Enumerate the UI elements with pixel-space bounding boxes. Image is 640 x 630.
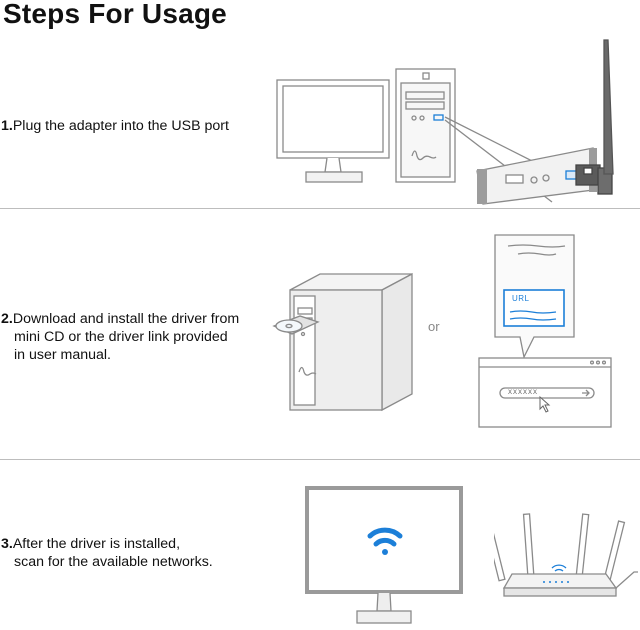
pc-tower-icon [395, 68, 456, 183]
usb-adapter-icon [575, 39, 614, 195]
browser-window-icon: XXXXXX [478, 357, 612, 428]
divider-1 [0, 208, 640, 209]
cd-disc-icon [272, 315, 320, 335]
router-signal-icon [551, 564, 567, 572]
step-3-text: 3.After the driver is installed, scan fo… [1, 535, 213, 571]
wifi-icon [367, 527, 403, 555]
step-2-number: 2. [1, 311, 13, 327]
step-2-computer-cd [272, 272, 413, 412]
divider-2 [0, 459, 640, 460]
step-3-line-1: After the driver is installed, [12, 536, 181, 552]
step-2-line-1: Download and install the driver from [12, 311, 240, 327]
step-3-monitor-wifi [305, 486, 463, 624]
step-3-router [494, 513, 638, 597]
step-1-number: 1. [1, 118, 13, 134]
user-manual-icon: URL [494, 234, 576, 358]
page-title: Steps For Usage [3, 0, 227, 29]
step-3-line-2: scan for the available networks. [14, 554, 213, 570]
manual-url-label: URL [512, 294, 530, 303]
router-antenna-icons [494, 513, 626, 582]
step-1-illustration [276, 39, 614, 205]
browser-address-text: XXXXXX [508, 390, 539, 396]
step-2-text: 2.Download and install the driver from m… [1, 310, 239, 364]
step-1-line-1: Plug the adapter into the USB port [12, 118, 229, 134]
or-label: or [428, 319, 440, 334]
step-1-text: 1.Plug the adapter into the USB port [1, 117, 229, 135]
step-3-number: 3. [1, 536, 13, 552]
step-2-line-3: in user manual. [14, 347, 111, 363]
step-2-line-2: mini CD or the driver link provided [14, 329, 228, 345]
monitor-icon [276, 79, 390, 183]
